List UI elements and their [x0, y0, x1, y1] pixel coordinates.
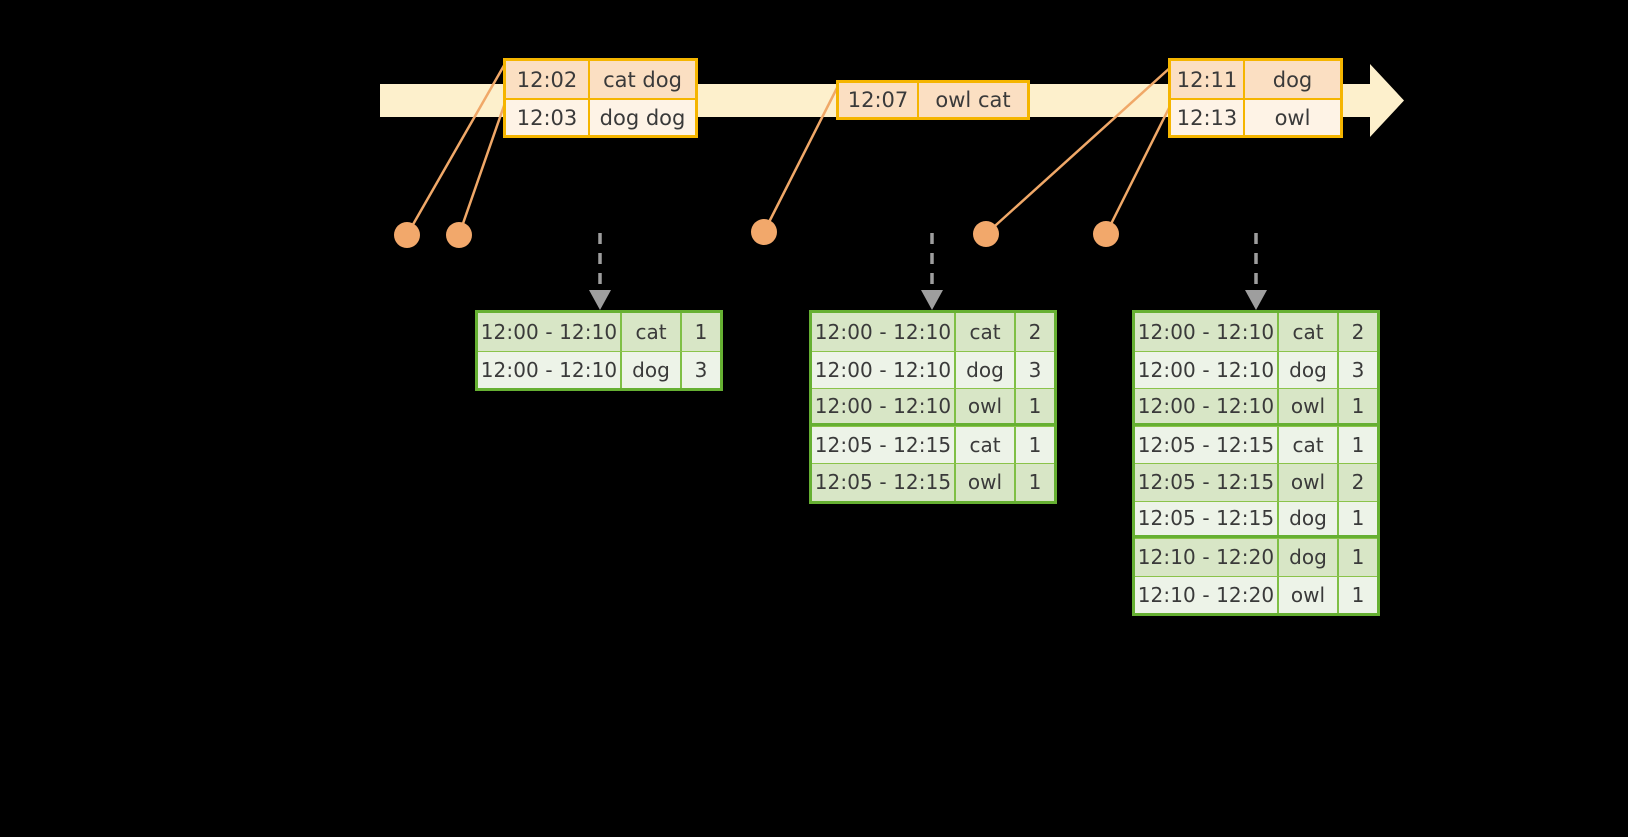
result-window: 12:05 - 12:15 — [1135, 501, 1279, 535]
event-group: 12:07 owl cat — [836, 80, 1030, 120]
event-value: owl cat — [935, 88, 1011, 112]
connector-dot-4 — [973, 221, 999, 247]
result-window: 12:00 - 12:10 — [1135, 313, 1279, 351]
event-timestamp: 12:13 — [1171, 100, 1245, 135]
result-count: 2 — [1351, 470, 1365, 495]
result-count: 1 — [1351, 393, 1365, 418]
result-count: 1 — [1351, 582, 1365, 607]
result-window: 12:00 - 12:10 — [812, 313, 956, 351]
connector-dot-3 — [751, 219, 777, 245]
connector-dot-5-line — [1104, 101, 1174, 235]
event-value: dog dog — [599, 105, 686, 130]
result-count: 2 — [1028, 319, 1042, 344]
down-arrow-2-head — [921, 290, 943, 310]
event-row: 12:02 cat dog — [506, 61, 695, 98]
result-window: 12:00 - 12:10 — [478, 351, 622, 388]
event-row: 12:07 owl cat — [839, 83, 1027, 117]
result-key: dog — [1279, 539, 1339, 576]
result-count: 1 — [1351, 545, 1365, 570]
result-key: dog — [956, 351, 1016, 388]
result-count: 1 — [1028, 470, 1042, 495]
result-key: cat — [1279, 426, 1339, 463]
down-arrow-1-head — [589, 290, 611, 310]
event-value: owl — [1274, 105, 1311, 130]
result-key: dog — [622, 351, 682, 388]
result-window: 12:05 - 12:15 — [812, 464, 956, 501]
event-row: 12:03 dog dog — [506, 98, 695, 135]
event-timestamp: 12:03 — [506, 100, 590, 135]
result-key: owl — [1279, 389, 1339, 423]
result-window: 12:00 - 12:10 — [478, 313, 622, 351]
result-count: 2 — [1351, 319, 1365, 344]
connector-dot-1-line — [405, 61, 508, 236]
result-count: 3 — [1028, 357, 1042, 382]
result-key: cat — [956, 426, 1016, 463]
event-timestamp: 12:11 — [1171, 61, 1245, 98]
result-key: owl — [956, 464, 1016, 501]
down-arrow-3-head — [1245, 290, 1267, 310]
result-count: 1 — [1028, 393, 1042, 418]
event-timestamp: 12:02 — [506, 61, 590, 98]
event-timestamp: 12:07 — [839, 83, 919, 117]
result-window: 12:00 - 12:10 — [812, 389, 956, 423]
result-window: 12:05 - 12:15 — [812, 426, 956, 463]
connector-dot-5 — [1093, 221, 1119, 247]
result-key: dog — [1279, 501, 1339, 535]
result-window: 12:10 - 12:20 — [1135, 576, 1279, 613]
result-key: owl — [1279, 576, 1339, 613]
event-group: 12:02 cat dog 12:03 dog dog — [503, 58, 698, 138]
event-group: 12:11 dog 12:13 owl — [1168, 58, 1343, 138]
result-count: 3 — [694, 357, 708, 382]
result-key: owl — [956, 389, 1016, 423]
event-value: dog — [1272, 67, 1313, 92]
result-count: 1 — [1028, 432, 1042, 457]
result-window: 12:00 - 12:10 — [1135, 351, 1279, 388]
result-key: cat — [622, 313, 682, 351]
result-window: 12:05 - 12:15 — [1135, 426, 1279, 463]
connector-dot-3-line — [762, 85, 840, 233]
result-count: 1 — [1351, 432, 1365, 457]
result-key: owl — [1279, 464, 1339, 501]
event-row: 12:13 owl — [1171, 98, 1340, 135]
result-count: 1 — [694, 319, 708, 344]
result-window: 12:00 - 12:10 — [812, 351, 956, 388]
event-value: cat dog — [603, 67, 682, 92]
result-key: cat — [1279, 313, 1339, 351]
result-window: 12:10 - 12:20 — [1135, 539, 1279, 576]
connector-dot-2-line — [457, 99, 508, 236]
result-window: 12:00 - 12:10 — [1135, 389, 1279, 423]
connector-dot-1 — [394, 222, 420, 248]
result-count: 3 — [1351, 357, 1365, 382]
result-count: 1 — [1351, 506, 1365, 531]
connector-dot-2 — [446, 222, 472, 248]
event-row: 12:11 dog — [1171, 61, 1340, 98]
result-key: cat — [956, 313, 1016, 351]
result-key: dog — [1279, 351, 1339, 388]
result-window: 12:05 - 12:15 — [1135, 464, 1279, 501]
